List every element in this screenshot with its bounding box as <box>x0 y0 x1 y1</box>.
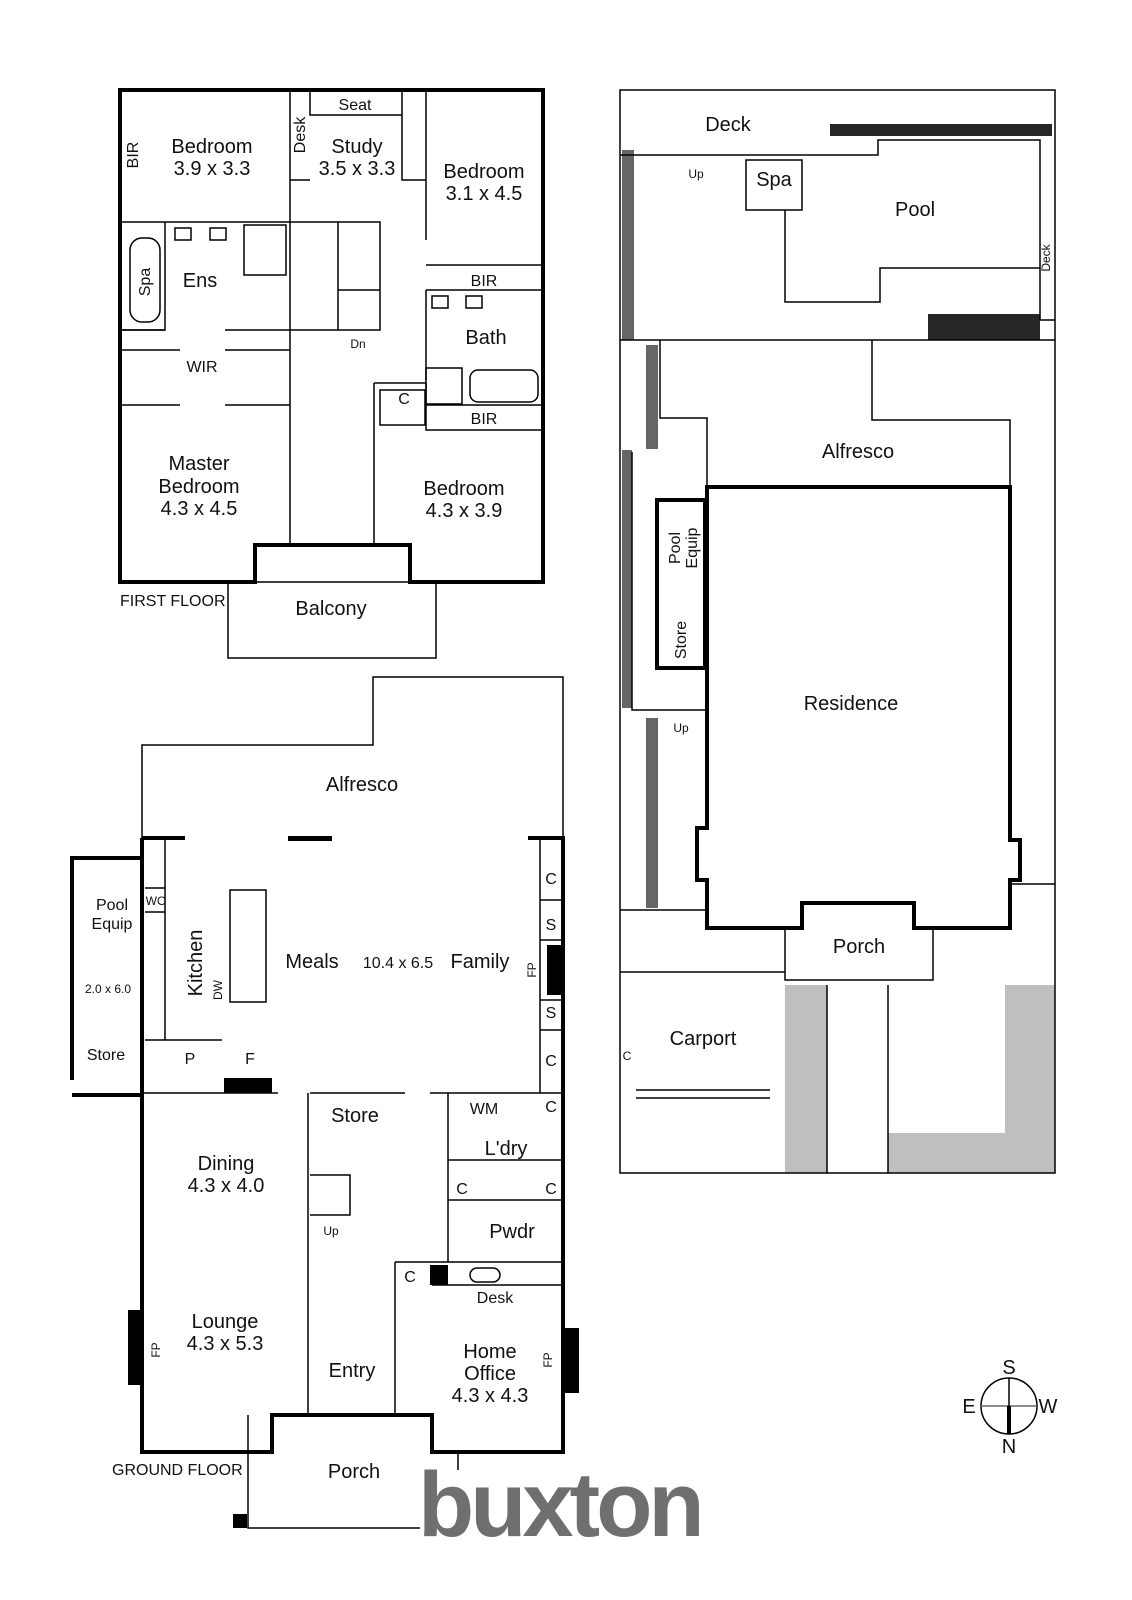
fireplace-label-lounge: FP <box>149 1342 163 1357</box>
site-alfresco-label: Alfresco <box>822 441 894 463</box>
site-up-label-2: Up <box>673 721 689 735</box>
washing-machine-label: WM <box>470 1101 498 1118</box>
kitchen-label: Kitchen <box>185 930 207 997</box>
site-spa-label: Spa <box>756 169 792 191</box>
bir-label-3: BIR <box>471 411 498 428</box>
first-floor-plan: Bedroom 3.9 x 3.3 Seat Desk BIR Study 3.… <box>118 88 545 659</box>
store-label-2: Store <box>331 1105 379 1127</box>
laundry-label: L'dry <box>485 1138 528 1160</box>
spa-label: Spa <box>137 268 154 297</box>
office-name-1: Home <box>463 1341 516 1363</box>
compass: S E W N <box>962 1357 1057 1458</box>
cupboard-label-4: C <box>456 1181 468 1198</box>
bir-label-1: BIR <box>125 142 142 169</box>
site-store-label: Store <box>673 621 690 659</box>
lounge-name: Lounge <box>192 1311 259 1333</box>
desk-label-ground: Desk <box>477 1290 514 1307</box>
pantry-label: P <box>185 1051 196 1068</box>
residence-outline <box>695 485 1022 930</box>
site-pool-equip-label-1: Pool <box>667 532 684 564</box>
ground-floor-plan: Alfresco Pool Equip 2.0 x 6.0 Store WO K… <box>70 676 579 1529</box>
stairs-up-label: Up <box>323 1224 339 1238</box>
master-bedroom-size: 4.3 x 4.5 <box>161 498 238 520</box>
meals-family-size: 10.4 x 6.5 <box>363 955 433 972</box>
cupboard-label-5: C <box>545 1181 557 1198</box>
site-pool-equip-label-2: Equip <box>684 527 701 568</box>
site-boundary <box>619 89 1056 1174</box>
compass-w: W <box>1039 1396 1058 1418</box>
cupboard-label-6: C <box>404 1269 416 1286</box>
fireplace-label-office: FP <box>541 1352 555 1367</box>
balcony-outline <box>227 581 437 659</box>
first-floor-internal-walls <box>122 90 543 545</box>
carport-label: Carport <box>670 1028 737 1050</box>
ground-floor-internal-walls <box>142 838 563 1415</box>
shelf-label-1: S <box>546 917 557 934</box>
bath-label: Bath <box>465 327 506 349</box>
pool-equip-walls <box>70 856 142 1097</box>
shelf-label-2: S <box>546 1005 557 1022</box>
cupboard-label-3: C <box>545 1099 557 1116</box>
study-name: Study <box>331 136 382 158</box>
store-label: Store <box>87 1047 125 1064</box>
desk-label: Desk <box>292 116 309 153</box>
office-size: 4.3 x 4.3 <box>452 1385 529 1407</box>
cupboard-label: C <box>398 391 410 408</box>
wir-label: WIR <box>186 359 217 376</box>
dishwasher-label: DW <box>211 979 225 1000</box>
bedroom-1-name: Bedroom <box>171 136 252 158</box>
bedroom-3-name: Bedroom <box>423 478 504 500</box>
bedroom-2-size: 3.1 x 4.5 <box>446 183 523 205</box>
seat-label: Seat <box>339 97 372 114</box>
dining-size: 4.3 x 4.0 <box>188 1175 265 1197</box>
pool-equip-label-2: Equip <box>92 916 133 933</box>
alfresco-outline <box>141 676 564 838</box>
master-bedroom-name-1: Master <box>168 453 229 475</box>
compass-s: S <box>1002 1357 1015 1379</box>
site-porch-label: Porch <box>833 936 885 958</box>
cupboard-label-2: C <box>545 1053 557 1070</box>
fridge-label: F <box>245 1051 255 1068</box>
site-up-label-1: Up <box>688 167 704 181</box>
compass-e: E <box>962 1396 975 1418</box>
pool-equip-label-1: Pool <box>96 897 128 914</box>
carport-cupboard-label: C <box>623 1049 632 1063</box>
wall-oven-label: WO <box>146 894 167 908</box>
office-name-2: Office <box>464 1363 516 1385</box>
balcony-label: Balcony <box>295 598 366 620</box>
bedroom-1-size: 3.9 x 3.3 <box>174 158 251 180</box>
first-floor-outer-walls <box>118 88 545 584</box>
alfresco-label: Alfresco <box>326 774 398 796</box>
buxton-logo: buxton <box>418 1454 701 1556</box>
powder-room-label: Pwdr <box>489 1221 535 1243</box>
site-pool-label: Pool <box>895 199 935 221</box>
pool-equip-size: 2.0 x 6.0 <box>85 982 131 996</box>
front-porch-outline <box>247 1415 459 1529</box>
residence-label: Residence <box>804 693 899 715</box>
cupboard-label-1: C <box>545 871 557 888</box>
entry-label: Entry <box>329 1360 376 1382</box>
ground-floor-title: GROUND FLOOR <box>112 1462 243 1479</box>
compass-n: N <box>1002 1436 1016 1458</box>
meals-label: Meals <box>285 951 338 973</box>
first-floor-title: FIRST FLOOR <box>120 593 226 610</box>
bedroom-2-name: Bedroom <box>443 161 524 183</box>
dining-name: Dining <box>198 1153 255 1175</box>
porch-label: Porch <box>328 1461 380 1483</box>
fireplace-label-family: FP <box>525 962 539 977</box>
ensuite-label: Ens <box>183 270 217 292</box>
site-plan: Deck Up Spa Pool Deck Alfresco Pool Equi… <box>619 89 1056 1174</box>
pool-equip-store-outline <box>655 498 707 670</box>
master-bedroom-name-2: Bedroom <box>158 476 239 498</box>
bedroom-3-size: 4.3 x 3.9 <box>426 500 503 522</box>
study-size: 3.5 x 3.3 <box>319 158 396 180</box>
lounge-size: 4.3 x 5.3 <box>187 1333 264 1355</box>
stairs-down-label: Dn <box>350 337 365 351</box>
site-deck-label: Deck <box>705 114 752 136</box>
bir-label-2: BIR <box>471 273 498 290</box>
site-deck-side-label: Deck <box>1039 243 1053 271</box>
family-label: Family <box>451 951 510 973</box>
